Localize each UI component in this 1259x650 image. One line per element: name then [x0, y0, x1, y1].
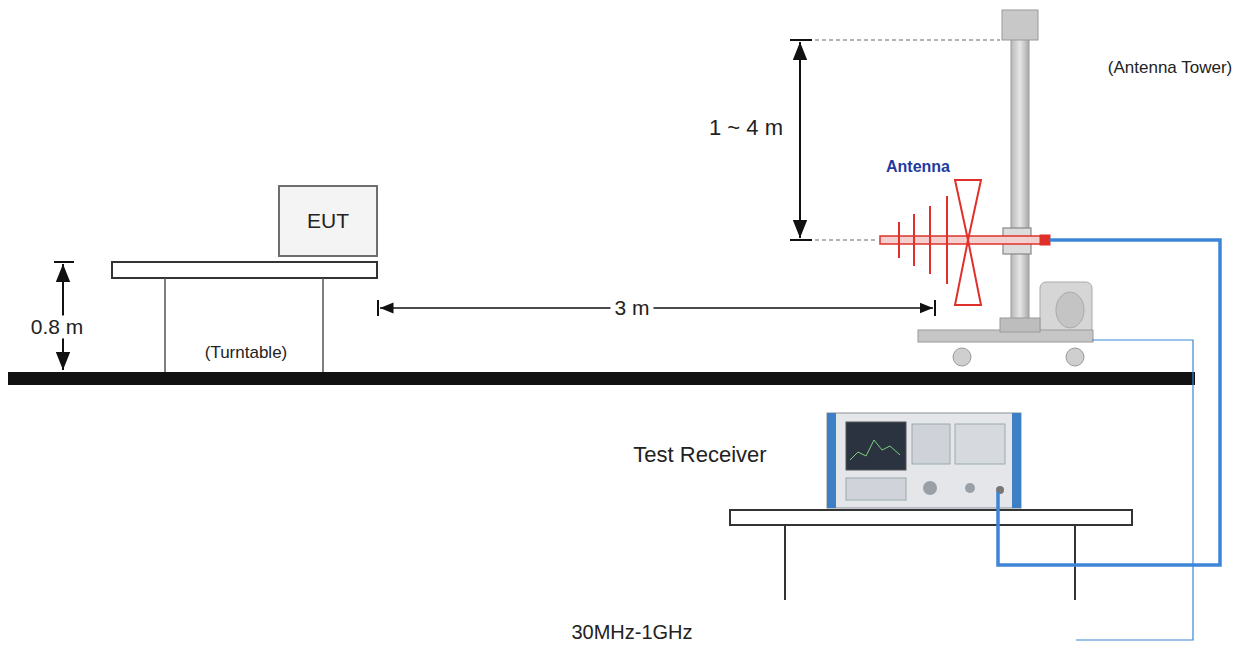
diagram-label: 3 m	[610, 296, 653, 319]
figure-caption: 30MHz-1GHz	[571, 621, 692, 643]
distance-dimension	[378, 300, 935, 316]
test-receiver	[827, 413, 1021, 508]
diagram-label: (Turntable)	[205, 344, 288, 363]
diagram-label: 0.8 m	[27, 315, 88, 338]
diagram-label: Antenna	[886, 158, 950, 176]
receiver-table	[730, 510, 1132, 600]
equipment-box: EUT	[278, 185, 378, 257]
turntable	[112, 262, 377, 372]
coax-cable	[998, 240, 1220, 640]
diagram-label: Test Receiver	[633, 443, 766, 467]
ground-plane	[8, 372, 1195, 385]
antenna-tower	[918, 10, 1093, 366]
diagram-label: (Antenna Tower)	[1108, 59, 1232, 78]
log-periodic-antenna	[880, 180, 1050, 305]
diagram-label: 1 ~ 4 m	[709, 116, 783, 140]
node-text: EUT	[307, 209, 349, 233]
